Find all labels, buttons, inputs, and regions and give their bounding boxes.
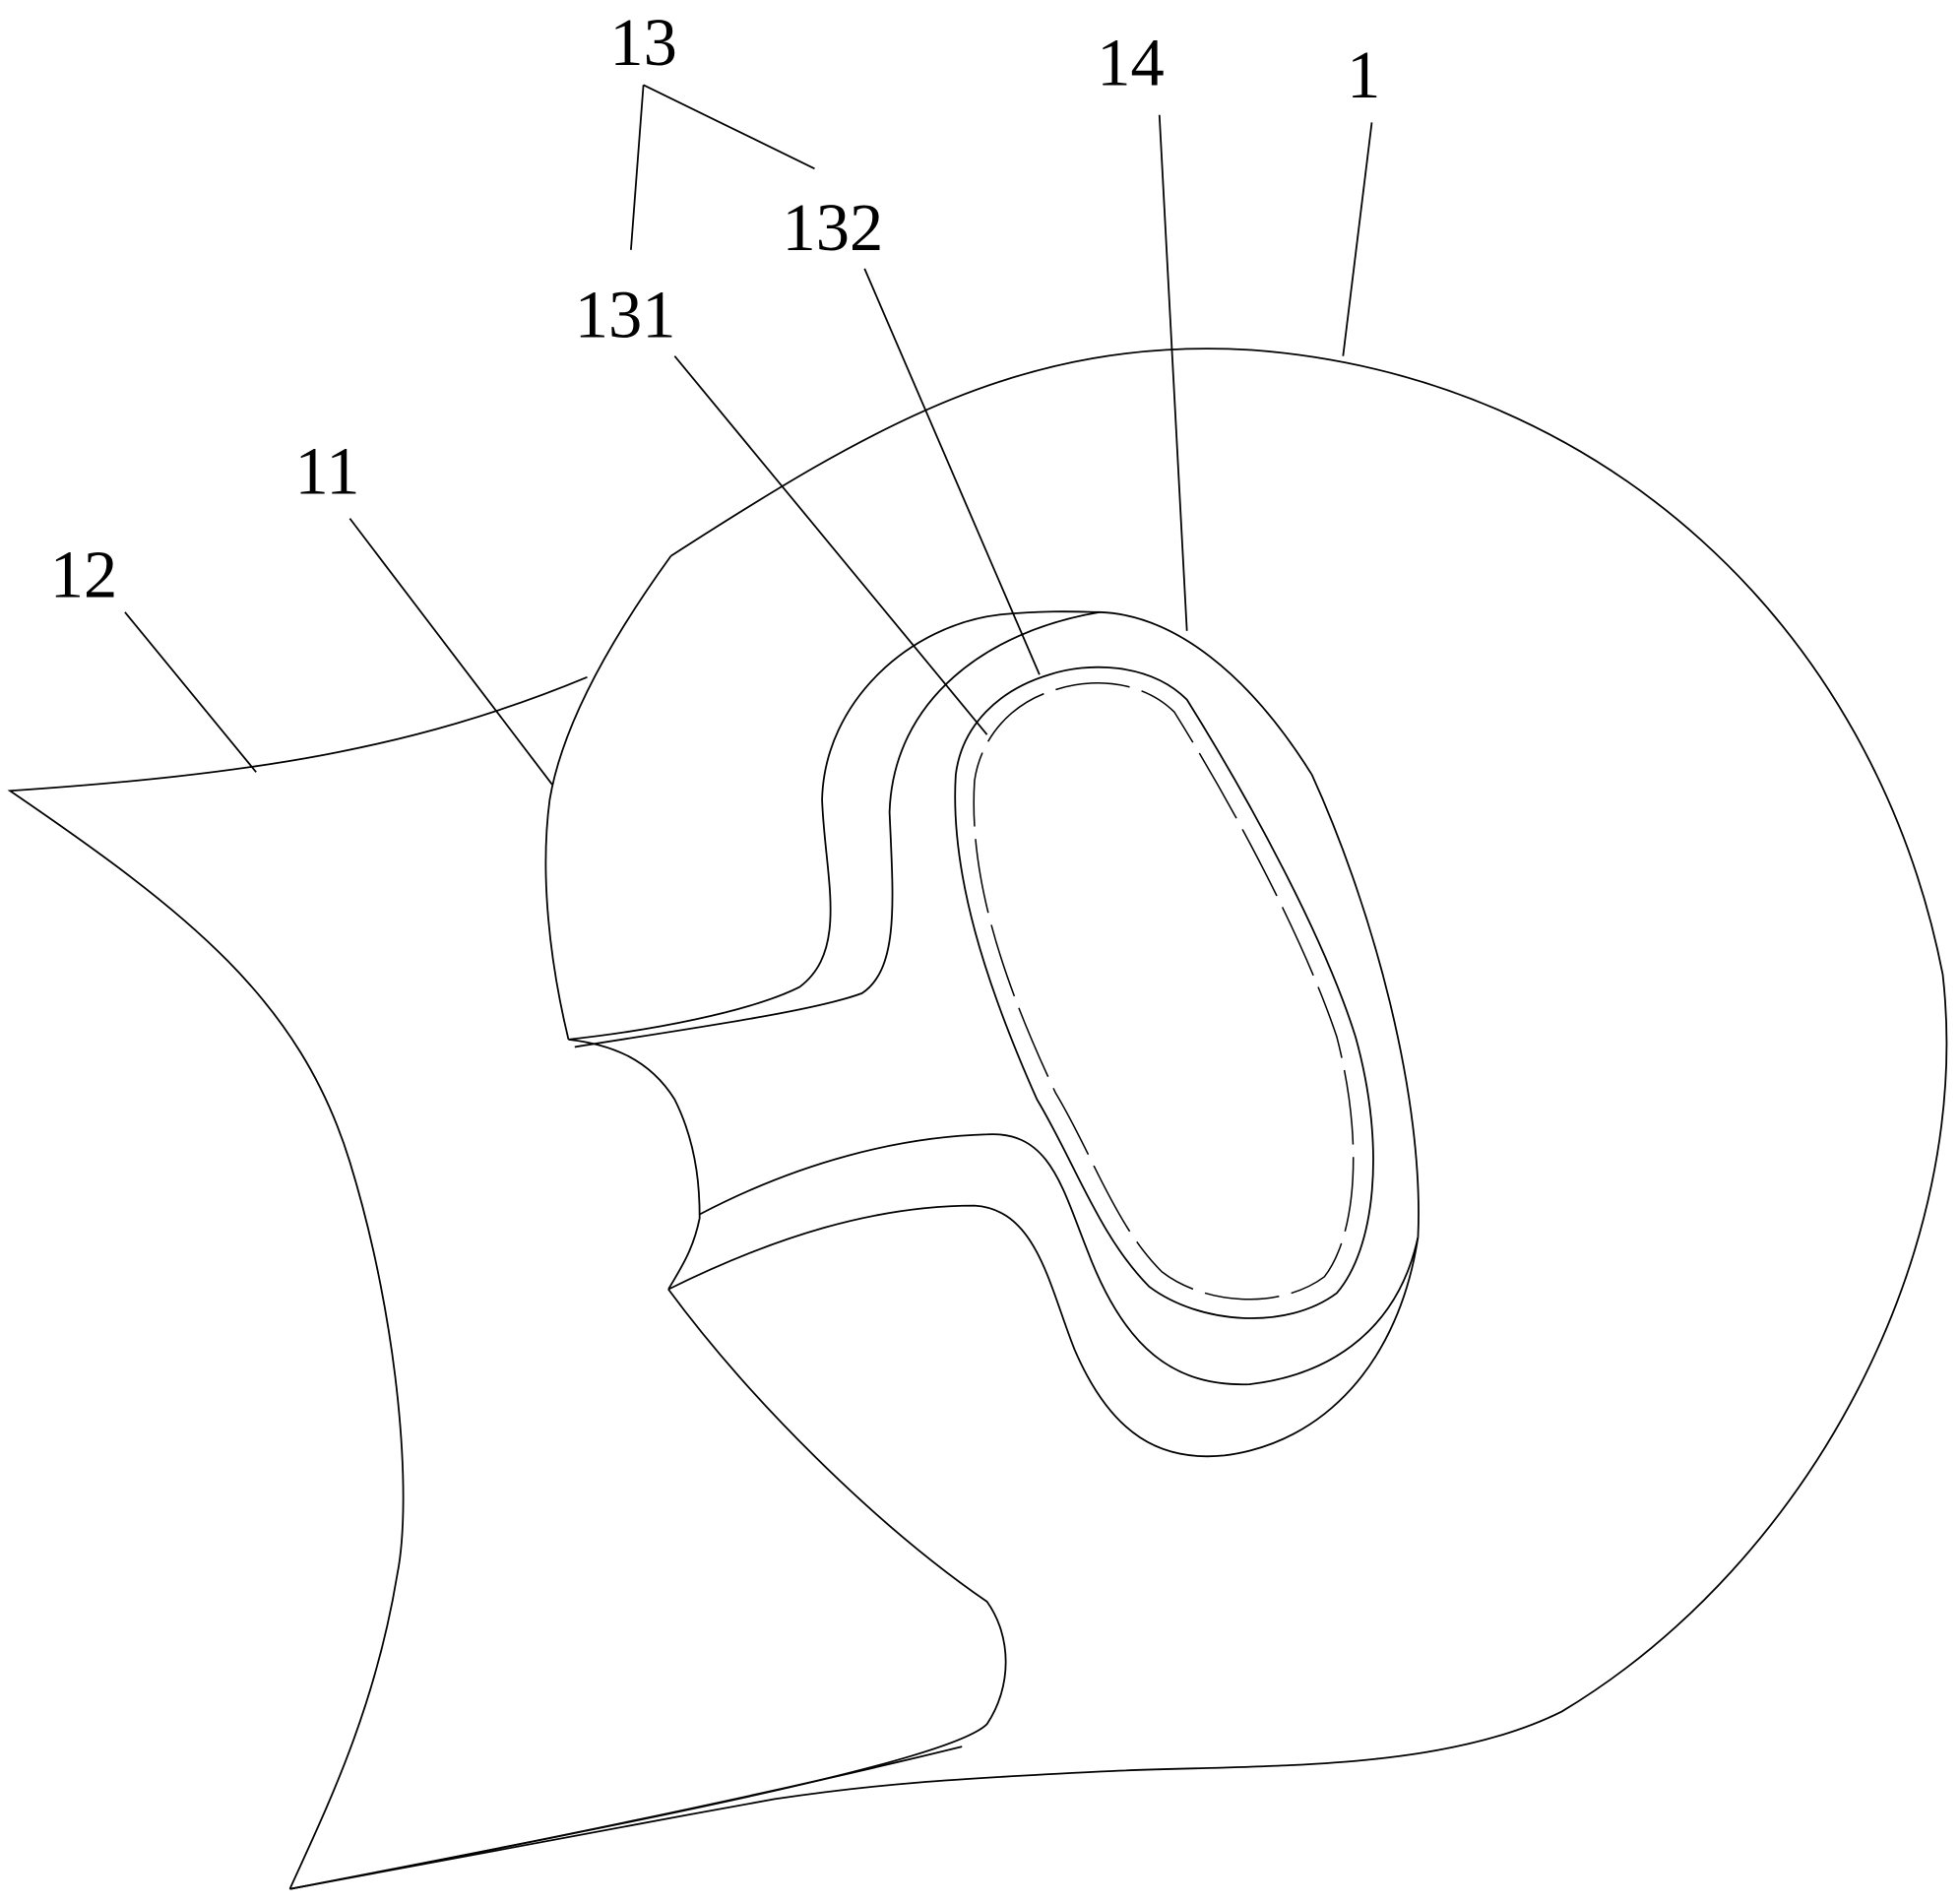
label-14: 14: [1097, 25, 1165, 99]
label-13: 13: [609, 5, 677, 80]
label-131: 131: [575, 278, 676, 352]
label-11: 11: [295, 433, 360, 508]
label-132: 132: [782, 190, 883, 265]
label-12: 12: [50, 538, 118, 612]
leader-lines: [124, 84, 1373, 786]
reference-labels: 13 14 1 132 131 11 12: [50, 5, 1381, 612]
label-1: 1: [1347, 37, 1380, 112]
helmet-outline: [7, 348, 1948, 1890]
